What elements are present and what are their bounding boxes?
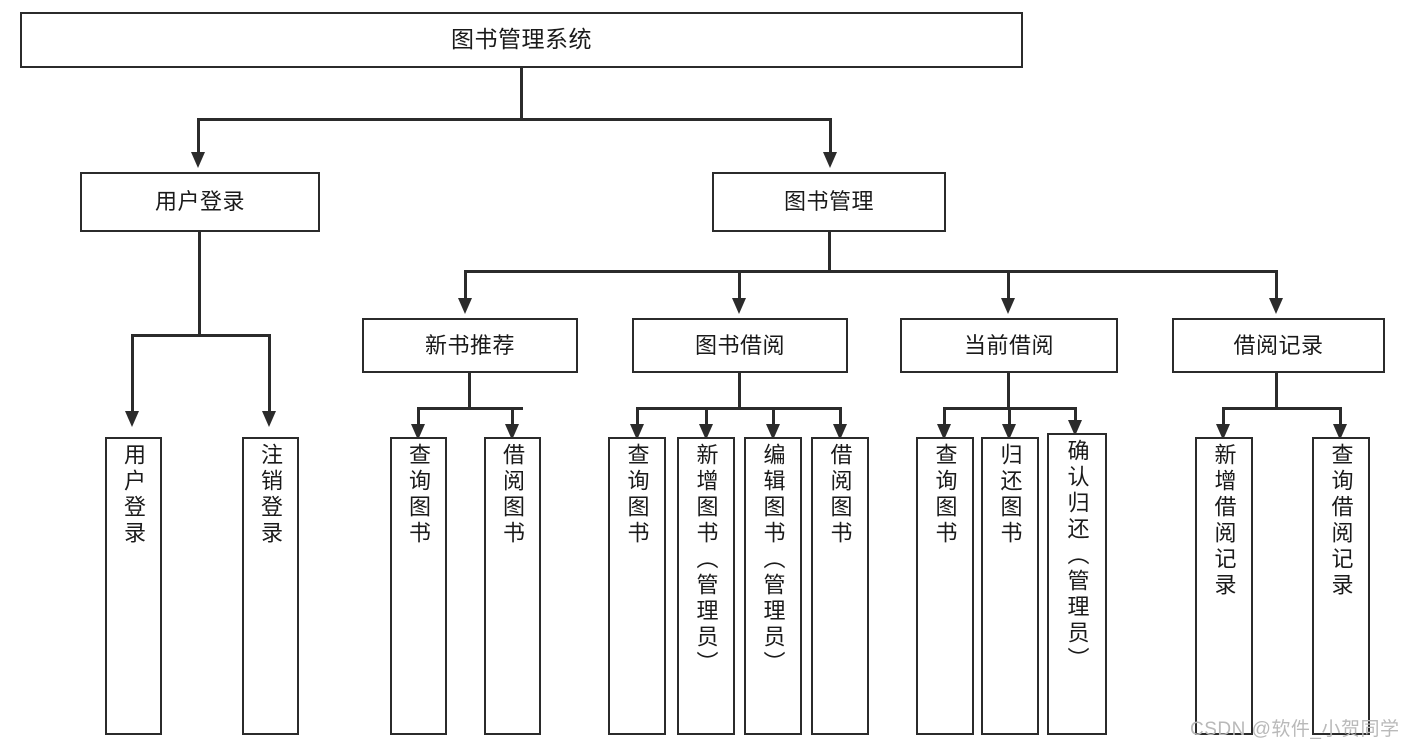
- node-current-borrow[interactable]: 当前借阅: [900, 318, 1118, 373]
- node-label: 归还图书: [997, 443, 1023, 547]
- node-label: 注销登录: [258, 443, 284, 547]
- node-label: 新增图书（管理员）: [693, 443, 719, 677]
- node-label: 查询图书: [932, 443, 958, 547]
- node-borrow-record[interactable]: 借阅记录: [1172, 318, 1385, 373]
- arrow-to-user-login: [191, 152, 205, 168]
- node-book-borrow[interactable]: 图书借阅: [632, 318, 848, 373]
- node-leaf-query-book-3[interactable]: 查询图书: [916, 437, 974, 735]
- arrow-to-book-borrow: [732, 298, 746, 314]
- node-leaf-add-record[interactable]: 新增借阅记录: [1195, 437, 1253, 735]
- node-label: 当前借阅: [963, 332, 1054, 358]
- node-new-book-recommend[interactable]: 新书推荐: [362, 318, 578, 373]
- connector-current-borrow-drop-1: [943, 407, 946, 427]
- connector-book-borrow-drop-3: [772, 407, 775, 427]
- connector-to-book-management: [829, 118, 832, 154]
- connector-book-borrow-drop-1: [636, 407, 639, 427]
- connector-new-book-stem: [468, 373, 471, 409]
- arrow-to-book-management: [823, 152, 837, 168]
- connector-user-login-right-drop: [268, 334, 271, 413]
- node-leaf-query-book-2[interactable]: 查询图书: [608, 437, 666, 735]
- connector-root-stem: [520, 68, 523, 120]
- connector-level2-bar: [197, 118, 832, 121]
- watermark-text: CSDN @软件_小贺同学: [1190, 719, 1400, 740]
- node-label: 编辑图书（管理员）: [760, 443, 786, 677]
- connector-user-login-stem: [198, 232, 201, 336]
- node-label: 图书管理: [783, 189, 874, 215]
- node-leaf-user-login[interactable]: 用户登录: [105, 437, 162, 735]
- node-leaf-return-book[interactable]: 归还图书: [981, 437, 1039, 735]
- connector-new-book-drop-1: [417, 407, 420, 427]
- node-leaf-edit-book[interactable]: 编辑图书（管理员）: [744, 437, 802, 735]
- node-leaf-logout-login[interactable]: 注销登录: [242, 437, 299, 735]
- arrow-leaf-query-book-1: [411, 424, 425, 440]
- arrow-leaf-add-book: [699, 424, 713, 440]
- connector-current-borrow-drop-3: [1074, 407, 1077, 427]
- node-label: 用户登录: [154, 189, 245, 215]
- node-label: 借阅图书: [827, 443, 853, 547]
- arrow-leaf-borrow-book-1: [505, 424, 519, 440]
- arrow-leaf-add-record: [1216, 424, 1230, 440]
- connector-borrow-record-drop-2: [1339, 407, 1342, 427]
- node-leaf-confirm-return[interactable]: 确认归还（管理员）: [1047, 433, 1107, 735]
- connector-to-current-borrow: [1007, 270, 1010, 300]
- connector-current-borrow-drop-2: [1008, 407, 1011, 427]
- connector-new-book-bar: [417, 407, 523, 410]
- node-user-login[interactable]: 用户登录: [80, 172, 320, 232]
- node-leaf-borrow-book-1[interactable]: 借阅图书: [484, 437, 541, 735]
- node-label: 确认归还（管理员）: [1064, 439, 1090, 673]
- connector-current-borrow-stem: [1007, 373, 1010, 409]
- node-label: 查询图书: [406, 443, 432, 547]
- connector-to-new-book-recommend: [464, 270, 467, 300]
- arrow-leaf-confirm-return: [1068, 420, 1082, 436]
- arrow-to-borrow-record: [1269, 298, 1283, 314]
- arrow-leaf-user-login: [125, 411, 139, 427]
- arrow-leaf-query-book-3: [937, 424, 951, 440]
- connector-borrow-record-drop-1: [1222, 407, 1225, 427]
- connector-level3-bar: [464, 270, 1278, 273]
- connector-borrow-record-bar: [1222, 407, 1341, 410]
- connector-user-login-left-drop: [131, 334, 134, 413]
- arrow-to-new-book-recommend: [458, 298, 472, 314]
- node-leaf-query-record[interactable]: 查询借阅记录: [1312, 437, 1370, 735]
- connector-to-user-login: [197, 118, 200, 154]
- connector-book-borrow-drop-4: [839, 407, 842, 427]
- node-label: 图书管理系统: [451, 26, 592, 53]
- node-label: 借阅图书: [500, 443, 526, 547]
- arrow-leaf-logout-login: [262, 411, 276, 427]
- connector-book-borrow-stem: [738, 373, 741, 409]
- arrow-leaf-query-book-2: [630, 424, 644, 440]
- node-leaf-add-book[interactable]: 新增图书（管理员）: [677, 437, 735, 735]
- connector-book-borrow-drop-2: [705, 407, 708, 427]
- arrow-leaf-borrow-book-2: [833, 424, 847, 440]
- connector-to-book-borrow: [738, 270, 741, 300]
- arrow-leaf-edit-book: [766, 424, 780, 440]
- arrow-leaf-query-record: [1333, 424, 1347, 440]
- node-label: 新增借阅记录: [1211, 443, 1237, 599]
- connector-book-management-stem: [828, 232, 831, 272]
- node-leaf-query-book-1[interactable]: 查询图书: [390, 437, 447, 735]
- arrow-leaf-return-book: [1002, 424, 1016, 440]
- connector-book-borrow-bar: [636, 407, 842, 410]
- node-book-management-system[interactable]: 图书管理系统: [20, 12, 1023, 68]
- connector-new-book-drop-2: [511, 407, 514, 427]
- node-label: 查询图书: [624, 443, 650, 547]
- node-book-management[interactable]: 图书管理: [712, 172, 946, 232]
- connector-borrow-record-stem: [1275, 373, 1278, 409]
- connector-user-login-bar: [131, 334, 270, 337]
- node-label: 用户登录: [121, 443, 147, 547]
- connector-to-borrow-record: [1275, 270, 1278, 300]
- node-label: 图书借阅: [694, 332, 785, 358]
- node-leaf-borrow-book-2[interactable]: 借阅图书: [811, 437, 869, 735]
- arrow-to-current-borrow: [1001, 298, 1015, 314]
- node-label: 新书推荐: [424, 332, 515, 358]
- node-label: 查询借阅记录: [1328, 443, 1354, 599]
- node-label: 借阅记录: [1233, 332, 1324, 358]
